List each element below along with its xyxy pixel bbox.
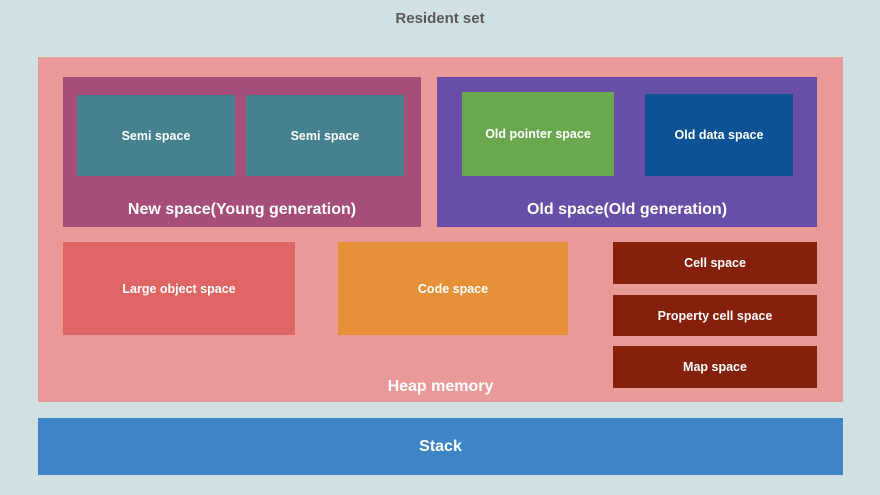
cell-space-box: Cell space	[613, 242, 817, 284]
large-object-space-box: Large object space	[63, 242, 295, 335]
large-object-space-label: Large object space	[122, 281, 236, 296]
new-space-region: Semi space Semi space New space(Young ge…	[63, 77, 421, 227]
old-space-region: Old pointer space Old data space Old spa…	[437, 77, 817, 227]
property-cell-space-label: Property cell space	[657, 308, 773, 323]
cell-space-label: Cell space	[684, 256, 746, 270]
old-data-space-label: Old data space	[674, 128, 764, 142]
old-pointer-space-box: Old pointer space	[462, 92, 614, 176]
property-cell-space-box: Property cell space	[613, 295, 817, 336]
semi-space-label-2: Semi space	[290, 128, 360, 143]
diagram-title: Resident set	[395, 10, 485, 27]
stack-label: Stack	[419, 437, 462, 455]
code-space-box: Code space	[338, 242, 568, 335]
old-space-label: Old space(Old generation)	[526, 201, 728, 218]
new-space-label: New space(Young generation)	[127, 201, 357, 218]
semi-space-label-1: Semi space	[121, 128, 191, 143]
stack-region: Stack	[38, 418, 843, 475]
map-space-box: Map space	[613, 346, 817, 388]
semi-space-box-1: Semi space	[77, 95, 235, 176]
code-space-label: Code space	[417, 281, 489, 296]
heap-memory-region: Semi space Semi space New space(Young ge…	[38, 57, 843, 402]
semi-space-box-2: Semi space	[246, 95, 404, 176]
old-data-space-box: Old data space	[645, 94, 793, 176]
old-pointer-space-label: Old pointer space	[485, 127, 591, 141]
heap-memory-label: Heap memory	[387, 378, 494, 395]
map-space-label: Map space	[683, 360, 747, 374]
